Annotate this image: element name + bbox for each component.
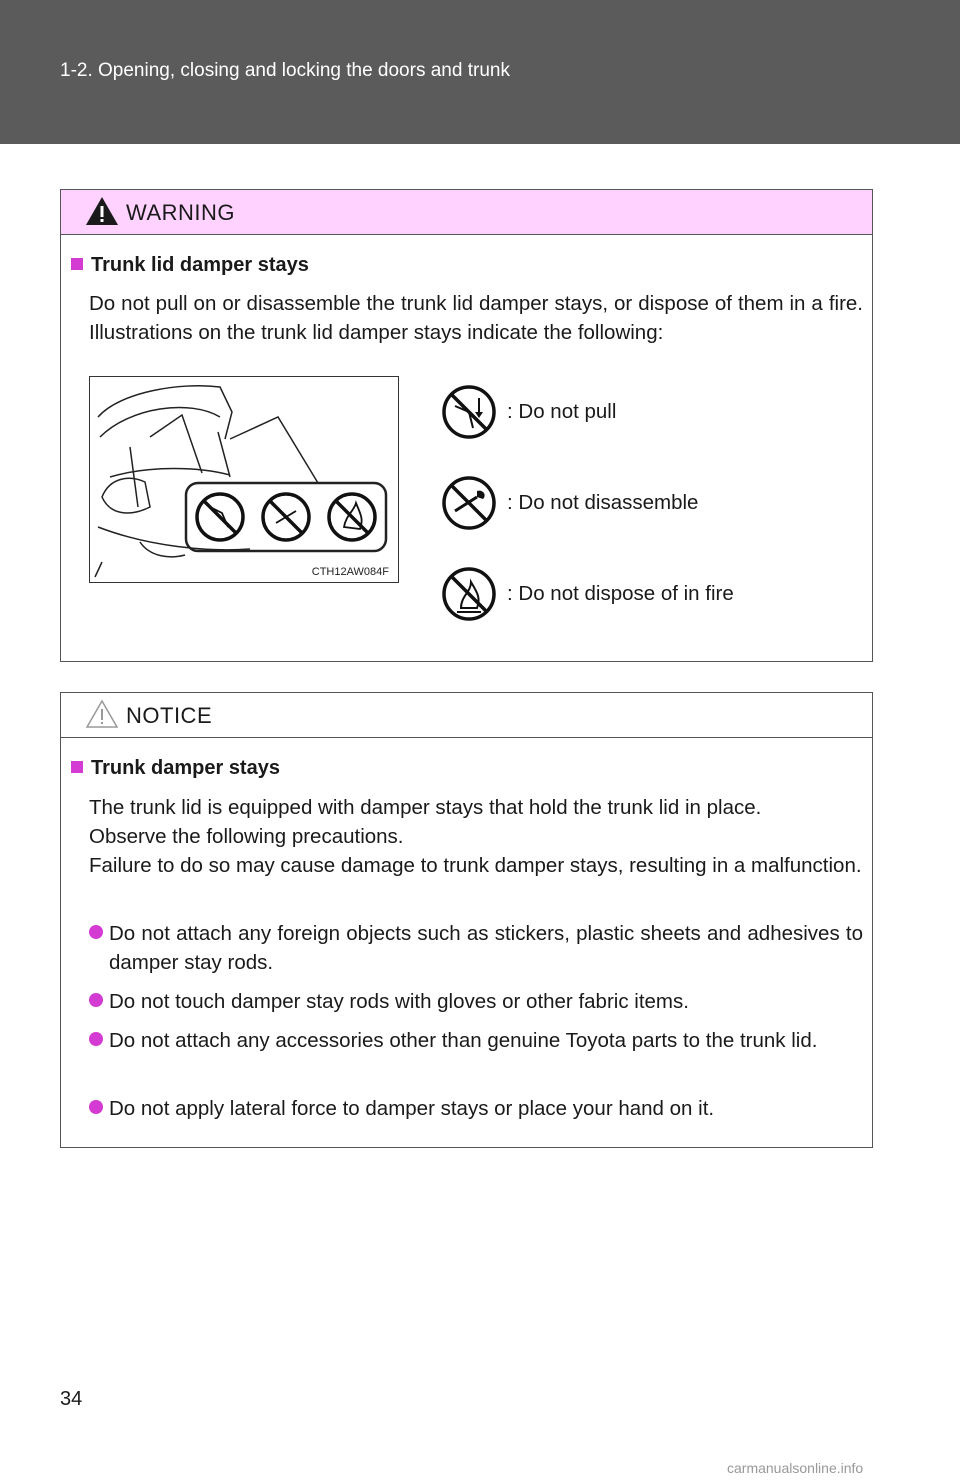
bullet-dot-icon	[89, 1100, 103, 1114]
notice-bullet: Do not attach any accessories other than…	[89, 1026, 863, 1055]
bullet-dot-icon	[89, 993, 103, 1007]
notice-bullet: Do not apply lateral force to damper sta…	[89, 1094, 863, 1123]
warning-triangle-icon	[86, 197, 118, 225]
trunk-illustration: CTH12AW084F	[89, 376, 399, 583]
header-title: 1-2. Opening, closing and locking the do…	[60, 60, 510, 81]
do-not-dispose-in-fire-icon	[442, 567, 496, 621]
warning-box: WARNING Trunk lid damper stays Do not pu…	[60, 189, 873, 662]
notice-header: NOTICE	[61, 693, 872, 738]
legend-text: : Do not disassemble	[507, 491, 699, 514]
warning-header: WARNING	[61, 190, 872, 235]
notice-bullet: Do not touch damper stay rods with glove…	[89, 987, 863, 1016]
bullet-dot-icon	[89, 1032, 103, 1046]
notice-triangle-icon	[85, 699, 119, 728]
notice-box: NOTICE Trunk damper stays The trunk lid …	[60, 692, 873, 1148]
page-number: 34	[60, 1388, 83, 1410]
bullet-dot-icon	[89, 925, 103, 939]
notice-body-2: Observe the following precautions.	[89, 825, 404, 848]
trunk-damper-illustration	[94, 385, 388, 578]
square-bullet-icon	[71, 761, 83, 773]
notice-body-1: The trunk lid is equipped with damper st…	[89, 796, 762, 819]
warning-label: WARNING	[126, 200, 236, 225]
square-bullet-icon	[71, 258, 83, 270]
page-header: 1-2. Opening, closing and locking the do…	[0, 0, 960, 144]
do-not-pull-icon	[442, 385, 496, 439]
notice-label: NOTICE	[126, 703, 213, 728]
figure-code: CTH12AW084F	[311, 566, 389, 578]
legend-text: : Do not pull	[507, 400, 617, 423]
notice-section-title: Trunk damper stays	[71, 757, 280, 780]
warning-body: Do not pull on or disassemble the trunk …	[89, 292, 863, 344]
warning-section-title: Trunk lid damper stays	[71, 254, 309, 277]
notice-bullet: Do not attach any foreign objects such a…	[89, 919, 863, 977]
legend-text: : Do not dispose of in fire	[507, 582, 734, 605]
notice-body-3: Failure to do so may cause damage to tru…	[89, 854, 862, 877]
watermark: carmanualsonline.info	[727, 1460, 864, 1476]
do-not-disassemble-icon	[442, 476, 496, 530]
